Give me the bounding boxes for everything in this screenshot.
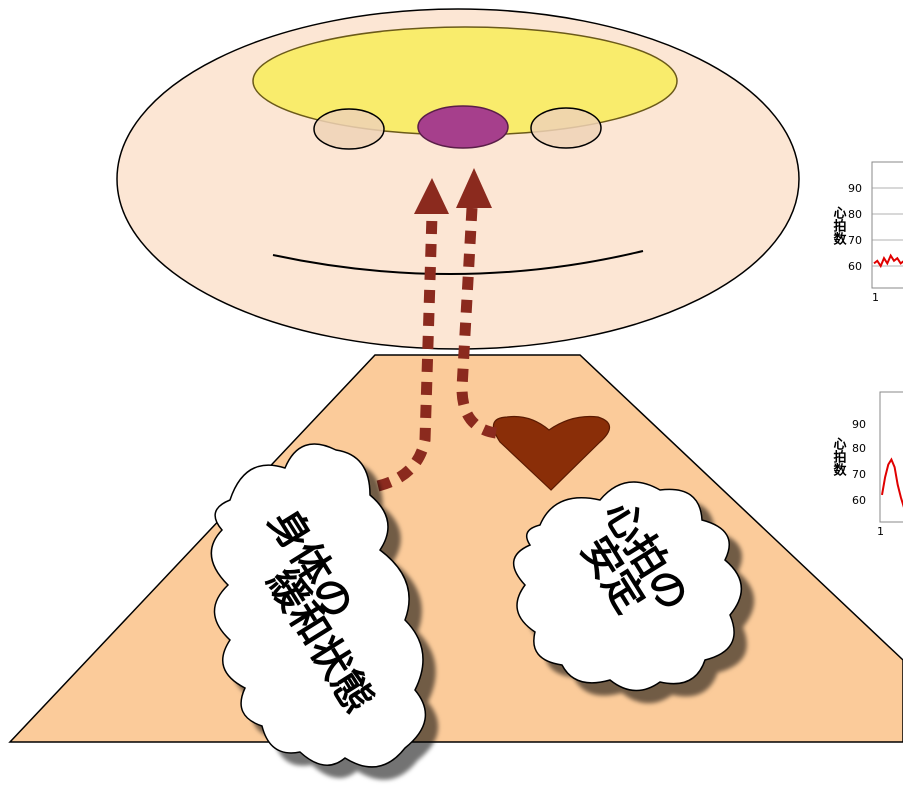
chart-top-ylabel: 心拍数 xyxy=(831,206,847,246)
chart-bottom-ylabel: 心拍数 xyxy=(831,437,847,477)
chart-bottom-ytick-0: 60 xyxy=(852,494,866,507)
chart-top-yticks: 60 70 80 90 xyxy=(848,182,862,273)
chart-top-ytick-3: 90 xyxy=(848,182,862,195)
body-shape xyxy=(10,355,903,742)
chart-top-xtick-0: 1 xyxy=(872,291,879,304)
side-region-left xyxy=(314,109,384,149)
side-region-right xyxy=(531,108,601,148)
chart-top-frame xyxy=(872,162,903,288)
chart-top-ytick-2: 80 xyxy=(848,208,862,221)
chart-top-ytick-1: 70 xyxy=(848,234,862,247)
chart-bottom-ytick-1: 70 xyxy=(852,468,866,481)
chart-bottom-frame xyxy=(880,392,903,522)
heart-rate-chart-bottom: 心拍数 60 70 80 90 1 xyxy=(831,392,903,538)
chart-top-ytick-0: 60 xyxy=(848,260,862,273)
chart-bottom-ytick-3: 90 xyxy=(852,418,866,431)
chart-bottom-ytick-2: 80 xyxy=(852,442,866,455)
chart-bottom-xtick-0: 1 xyxy=(877,525,884,538)
chart-bottom-yticks: 60 70 80 90 xyxy=(852,418,866,507)
heart-rate-chart-top: 心拍数 60 70 80 90 1 xyxy=(831,162,903,304)
center-region xyxy=(418,106,508,148)
